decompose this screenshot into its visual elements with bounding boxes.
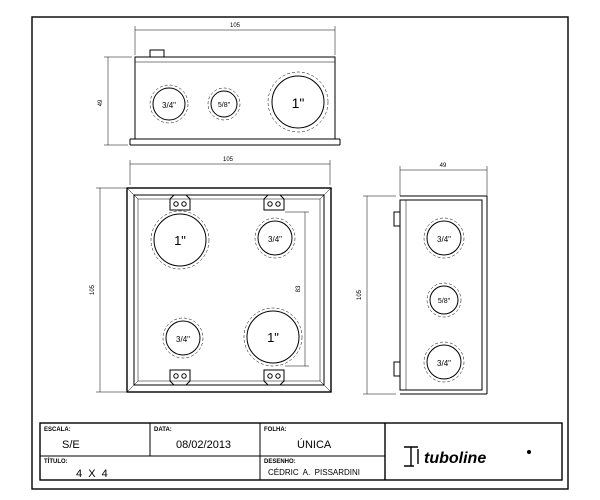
side-view-hole-1-label: 3/4" [437,235,451,244]
front-view: 105 105 83 1" [90,157,332,393]
side-view-height-dimension: 105 [357,289,363,300]
front-view-hole-4 [246,310,300,364]
side-view-hole-3-label: 3/4" [437,359,451,368]
side-view: 49 105 3/4" 5/8" 3/4" [357,163,488,395]
side-view-outline [399,199,483,391]
top-view-hole-1-label: 3/4" [162,101,176,110]
front-view-screw-tabs [169,194,285,386]
tuboline-logo: tuboline [404,446,531,467]
folha-label: FOLHA: [264,427,287,433]
sheet-border [31,16,569,490]
escala-label: ESCALA: [44,427,71,433]
top-view-height-dimension: 49 [98,99,104,106]
side-view-width-dimension: 49 [440,163,447,169]
front-view-hole-1-label: 1" [174,233,186,248]
front-view-hole-4-label: 1" [267,330,279,345]
desenho-value: CÉDRIC A. PISSARDINI [268,468,360,477]
titulo-label: TÍTULO: [44,457,68,465]
top-view-hole-3-label: 1" [292,95,305,111]
front-view-hole-2-label: 3/4" [268,235,282,244]
top-view-hole-3 [271,75,325,129]
registered-mark-icon [527,450,531,454]
data-value: 08/02/2013 [176,439,231,451]
top-view-clip [149,49,165,58]
front-view-hole-1 [153,213,207,267]
side-view-hole-3 [426,344,462,380]
titulo-value: 4 X 4 [76,468,108,480]
top-view-width-dimension: 105 [230,23,241,29]
data-label: DATA: [154,427,172,433]
side-view-hole-1 [426,220,462,256]
side-view-hole-2-label: 5/8" [438,298,451,305]
front-view-width-dimension: 105 [223,157,234,163]
front-view-hole-2 [257,220,293,256]
front-view-hole-3-label: 3/4" [176,335,190,344]
front-view-height-dimension: 105 [90,284,96,295]
top-view: 3/4" 5/8" 1" 105 49 [98,23,341,146]
folha-value: ÚNICA [297,438,332,451]
escala-value: S/E [62,439,80,451]
front-view-inner-dimension: 83 [296,285,302,292]
top-view-hole-2-label: 5/8" [218,102,231,109]
top-view-hole-1 [152,87,186,121]
desenho-label: DESENHO: [264,459,296,465]
side-view-hole-2 [429,285,459,315]
logo-text: tuboline [424,450,486,467]
front-view-outline [126,187,332,393]
title-block: ESCALA: S/E DATA: 08/02/2013 FOLHA: ÚNIC… [39,422,563,481]
front-view-hole-3 [165,320,201,356]
side-view-clip [393,211,401,227]
top-view-hole-2 [210,90,238,118]
